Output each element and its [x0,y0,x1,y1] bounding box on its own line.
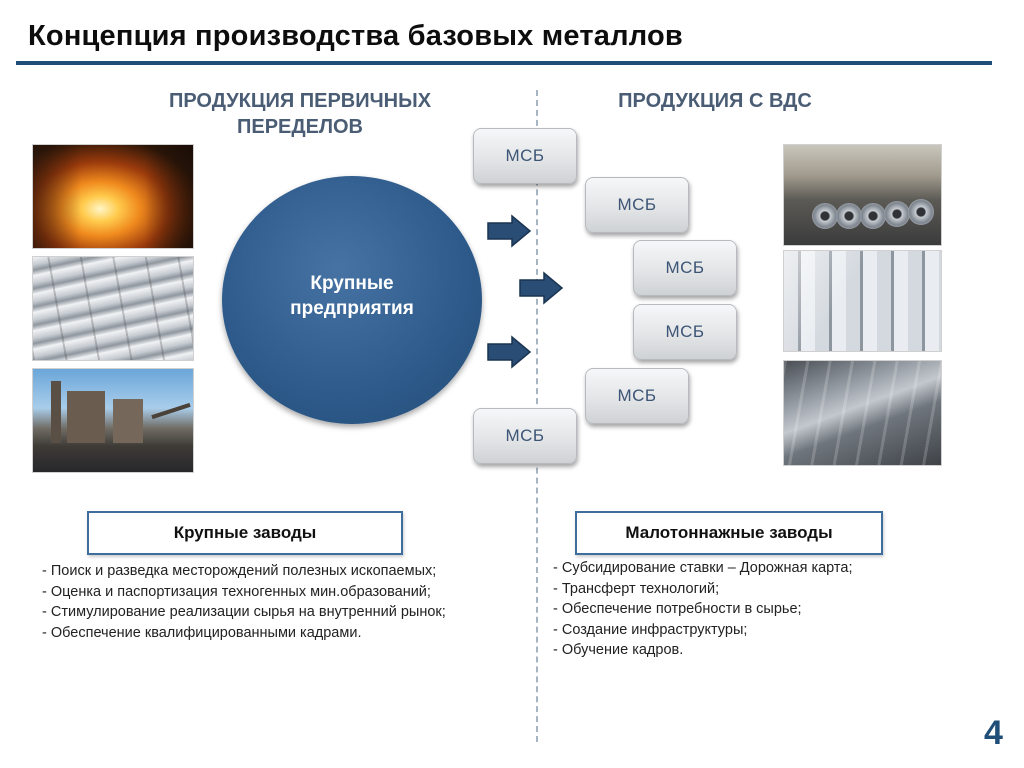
list-item: - Обеспечение потребности в сырье; [553,601,802,617]
list-item: - Субсидирование ставки – Дорожная карта… [553,560,853,576]
left-section-heading: ПРОДУКЦИЯ ПЕРВИЧНЫХ ПЕРЕДЕЛОВ [168,90,432,138]
furnace-photo [32,144,194,249]
metal-plates-photo [783,360,942,466]
msb-box: МСБ [473,128,577,184]
msb-box: МСБ [473,408,577,464]
arrow-right-icon [487,214,532,248]
msb-box: МСБ [633,240,737,296]
arrow-right-icon [519,271,564,305]
list-item: - Создание инфраструктуры; [553,621,748,638]
msb-box: МСБ [585,177,689,233]
list-item: - Поиск и разведка месторождений полезны… [42,563,437,579]
steel-coils-photo [783,144,942,246]
list-item: - Обучение кадров. [553,642,684,658]
large-enterprises-circle: Крупные предприятия [222,176,482,424]
ingots-photo [32,256,194,361]
slide-title: Концепция производства базовых металлов [28,20,683,52]
small-plants-bullets: - Субсидирование ставки – Дорожная карта… [553,558,973,661]
right-section-heading: ПРОДУКЦИЯ С ВДС [618,90,812,112]
circle-label: Крупные предприятия [290,273,414,319]
small-plants-label: Малотоннажные заводы [575,511,883,555]
title-rule [16,61,992,65]
msb-box: МСБ [585,368,689,424]
large-plants-label: Крупные заводы [87,511,403,555]
metal-sheets-photo [783,250,942,352]
large-plants-bullets: - Поиск и разведка месторождений полезны… [42,561,532,643]
list-item: - Стимулирование реализации сырья на вну… [42,604,446,620]
plant-photo [32,368,194,473]
page-number: 4 [984,714,1003,752]
list-item: - Оценка и паспортизация техногенных мин… [42,583,431,600]
list-item: - Обеспечение квалифицированными кадрами… [42,624,362,641]
list-item: - Трансферт технологий; [553,580,720,597]
arrow-right-icon [487,335,532,369]
msb-box: МСБ [633,304,737,360]
